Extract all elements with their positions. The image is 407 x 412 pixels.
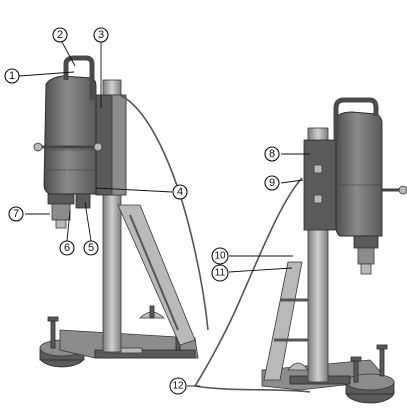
callout-7: 7 <box>8 206 24 222</box>
right-carry-handle <box>333 97 379 140</box>
callout-11: 11 <box>211 264 229 282</box>
svg-text:3: 3 <box>98 29 104 41</box>
callout-6: 6 <box>59 240 75 256</box>
leader-lines <box>18 41 310 387</box>
left-motor-housing <box>43 75 97 195</box>
callout-4: 4 <box>172 184 188 200</box>
svg-text:5: 5 <box>88 242 94 254</box>
svg-text:9: 9 <box>269 177 275 189</box>
right-support-strut <box>263 261 303 381</box>
left-drill-rig <box>33 55 209 368</box>
callout-12: 12 <box>169 377 187 395</box>
callout-8: 8 <box>264 146 280 162</box>
svg-text:2: 2 <box>57 29 63 41</box>
callout-9: 9 <box>264 175 280 191</box>
right-drill-rig <box>194 97 407 404</box>
callout-2: 2 <box>52 27 68 43</box>
right-motor-housing <box>335 111 383 237</box>
svg-text:4: 4 <box>177 186 183 198</box>
svg-text:8: 8 <box>269 148 275 160</box>
svg-text:1: 1 <box>9 70 15 82</box>
callout-1: 1 <box>4 68 20 84</box>
left-carry-handle <box>63 55 95 100</box>
svg-text:6: 6 <box>64 242 70 254</box>
callout-10: 10 <box>211 247 229 265</box>
left-support-strut <box>117 204 196 346</box>
svg-text:12: 12 <box>172 381 184 392</box>
left-base <box>39 305 199 368</box>
svg-text:10: 10 <box>214 251 226 262</box>
callout-3: 3 <box>93 27 109 43</box>
svg-text:11: 11 <box>215 268 226 279</box>
svg-text:7: 7 <box>13 208 19 220</box>
callout-5: 5 <box>83 240 99 256</box>
